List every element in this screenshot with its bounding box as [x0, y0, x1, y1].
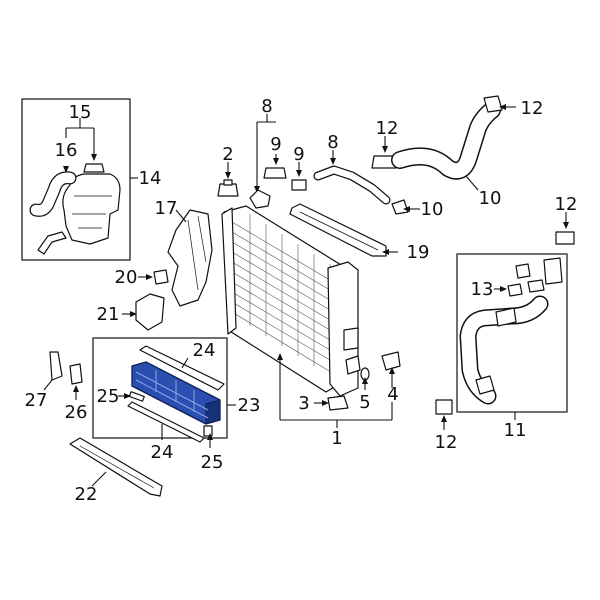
callout-15: 15 — [69, 102, 92, 123]
callout-14: 14 — [139, 168, 162, 189]
callout-25-a: 25 — [97, 386, 120, 407]
shutter-box — [92, 337, 228, 439]
callout-7: 9 — [270, 134, 281, 155]
pin-25-right — [203, 425, 213, 437]
clamp-12-right — [555, 231, 575, 245]
clamp-12-top — [483, 95, 503, 113]
reservoir-group: 15 16 14 — [21, 98, 162, 261]
callout-27: 27 — [25, 390, 48, 411]
callout-10: 10 — [479, 188, 502, 209]
lower-seal-21 — [69, 437, 163, 497]
clip-2 — [217, 183, 239, 197]
lower-hose-group: 11 13 — [456, 253, 568, 441]
callout-12-d: 12 — [435, 432, 458, 453]
callout-9-right: 10 — [421, 199, 444, 220]
radiator-group: 19 3 5 4 — [221, 203, 430, 449]
callout-13: 13 — [471, 279, 494, 300]
callout-5: 5 — [359, 392, 370, 413]
callout-12-a: 12 — [376, 118, 399, 139]
callout-16: 16 — [55, 140, 78, 161]
callout-1: 1 — [331, 428, 342, 449]
drain-plug-4 — [381, 351, 401, 371]
clip-19 — [153, 269, 169, 285]
filler-neck-6 — [249, 189, 271, 209]
callout-21: 22 — [75, 484, 98, 505]
callout-4: 4 — [387, 384, 398, 405]
callout-24: 24 — [151, 442, 174, 463]
pin-25-left — [128, 391, 145, 402]
callout-12-b: 12 — [521, 98, 544, 119]
lower-hose-box — [456, 253, 568, 413]
seal-24 — [127, 401, 205, 443]
drain-3 — [327, 395, 349, 411]
callout-18: 17 — [155, 198, 178, 219]
callout-12-c: 12 — [555, 194, 578, 215]
reservoir-cap — [83, 163, 105, 173]
reservoir-box — [21, 98, 131, 261]
bracket-27 — [49, 351, 63, 381]
callout-23: 24 — [193, 340, 216, 361]
callout-19: 20 — [115, 267, 138, 288]
reservoir-tank — [62, 173, 121, 245]
shutter-group: 23 24 25 24 25 — [92, 337, 261, 473]
callout-22: 23 — [238, 395, 261, 416]
active-grille-shutter[interactable] — [131, 361, 221, 425]
callout-11: 11 — [504, 420, 527, 441]
callout-8: 8 — [327, 132, 338, 153]
callout-17: 19 — [407, 242, 430, 263]
cap-7 — [263, 167, 287, 179]
clamp-small — [515, 263, 531, 279]
callout-26: 26 — [65, 402, 88, 423]
clip-26 — [69, 363, 83, 385]
left-parts: 17 20 21 27 26 22 — [25, 198, 213, 505]
callout-25-b: 25 — [201, 452, 224, 473]
clamp-9-upper — [291, 179, 307, 191]
bracket-20 — [135, 293, 165, 331]
upper-parts: 2 8 9 9 8 10 12 — [217, 95, 578, 245]
callout-20: 21 — [97, 304, 120, 325]
clamp-12-bottom-group: 12 — [435, 399, 458, 453]
callout-6: 8 — [261, 96, 272, 117]
callout-3: 3 — [298, 393, 309, 414]
upper-seal-17 — [289, 203, 387, 257]
callout-2: 2 — [222, 144, 233, 165]
clamp-9-right — [391, 199, 409, 215]
connector-pipe — [543, 257, 563, 285]
callout-9-top: 9 — [293, 144, 304, 165]
clamp-12-bottom — [435, 399, 453, 415]
